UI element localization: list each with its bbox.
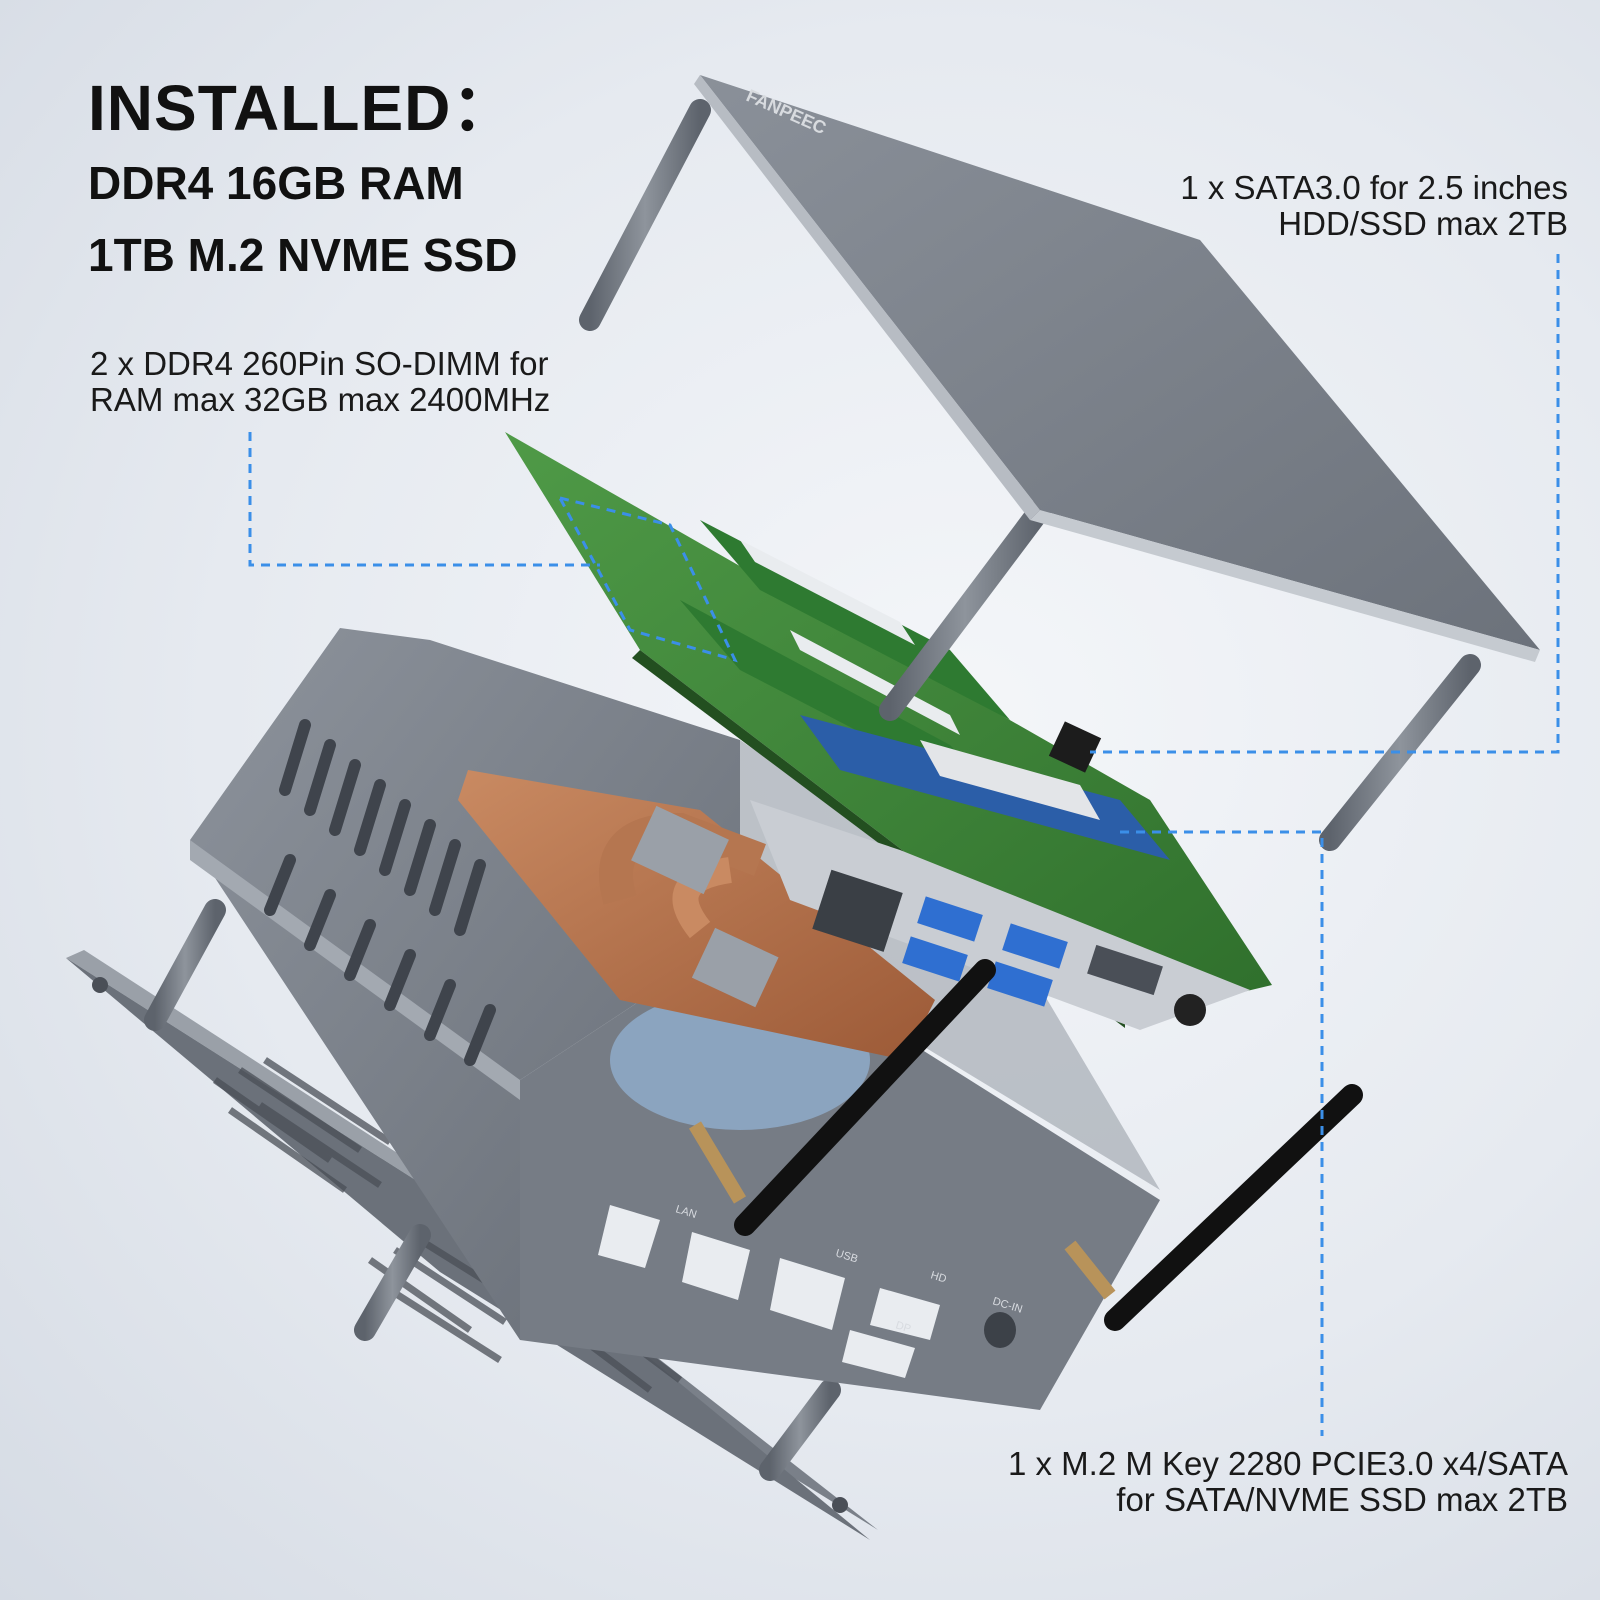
- port-label-lan: LAN: [674, 1203, 698, 1221]
- headline-line-ssd: 1TB M.2 NVME SSD: [88, 229, 518, 281]
- callout-leader-lines: [248, 254, 1560, 1436]
- headline-title: INSTALLED：: [88, 72, 517, 144]
- usb-port: [902, 936, 968, 982]
- ethernet-port: [812, 869, 903, 952]
- standoff-posts: [144, 899, 841, 1481]
- usb-port: [987, 961, 1053, 1007]
- headline-line-ram: DDR4 16GB RAM: [88, 157, 464, 209]
- ram-slot-callout: 2 x DDR4 260Pin SO-DIMM for RAM max 32GB…: [90, 346, 550, 418]
- wifi-antennas: [688, 959, 1363, 1331]
- ram-callout-line-2: RAM max 32GB max 2400MHz: [90, 381, 551, 418]
- hdmi-port: [1087, 944, 1163, 996]
- dc-in-jack: [1174, 994, 1206, 1026]
- chassis-vent-slots: [264, 719, 496, 1066]
- rear-io-cutouts: [598, 1205, 1016, 1378]
- usb-port: [1002, 923, 1068, 969]
- port-label-hd: HD: [929, 1269, 948, 1285]
- copper-heatsink: [458, 770, 935, 1060]
- m2-leader-line: [1120, 830, 1324, 1436]
- headline: INSTALLED： DDR4 16GB RAM 1TB M.2 NVME SS…: [88, 72, 517, 288]
- ram-leader-line: [248, 432, 600, 567]
- m2-callout-line-2: for SATA/NVME SSD max 2TB: [1116, 1481, 1568, 1518]
- sata-callout-line-2: HDD/SSD max 2TB: [1278, 205, 1568, 242]
- sata-port-callout: 1 x SATA3.0 for 2.5 inches HDD/SSD max 2…: [1180, 170, 1568, 242]
- sata-leader-line: [1090, 254, 1560, 754]
- usb-port: [917, 896, 983, 942]
- m2-callout-line-1: 1 x M.2 M Key 2280 PCIE3.0 x4/SATA: [1007, 1445, 1568, 1482]
- port-label-dp: DP: [894, 1319, 912, 1335]
- nvme-ssd: [800, 715, 1170, 860]
- top-lid: FANPEEC: [579, 75, 1540, 851]
- m2-slot-callout: 1 x M.2 M Key 2280 PCIE3.0 x4/SATA for S…: [1008, 1446, 1568, 1518]
- sata-connector: [1048, 721, 1102, 773]
- ram-callout-line-1: 2 x DDR4 260Pin SO-DIMM for: [90, 345, 549, 382]
- ram-slot-highlight: [557, 495, 738, 663]
- sata-callout-line-1: 1 x SATA3.0 for 2.5 inches: [1180, 169, 1568, 206]
